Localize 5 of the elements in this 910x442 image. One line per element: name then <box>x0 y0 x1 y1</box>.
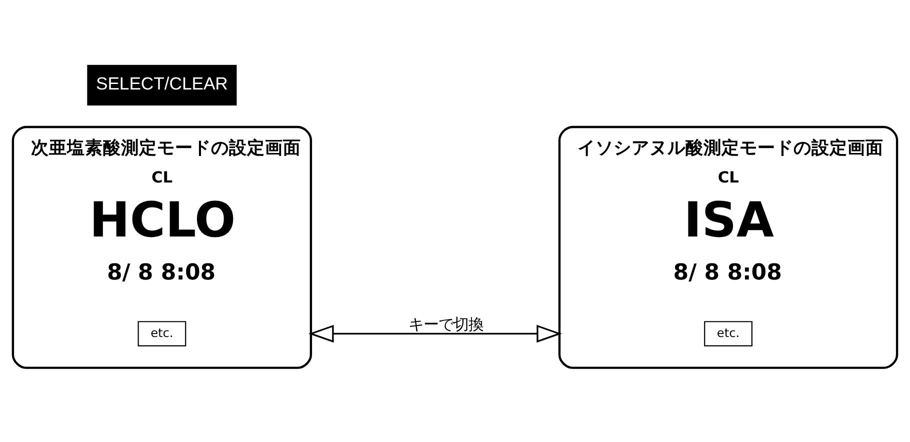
node-box: etc. <box>138 321 186 346</box>
arrow <box>308 324 562 343</box>
edge-label: キーで切換 <box>408 316 484 334</box>
node-box: etc. <box>704 321 752 346</box>
label: SELECT/CLEAR <box>96 73 228 94</box>
